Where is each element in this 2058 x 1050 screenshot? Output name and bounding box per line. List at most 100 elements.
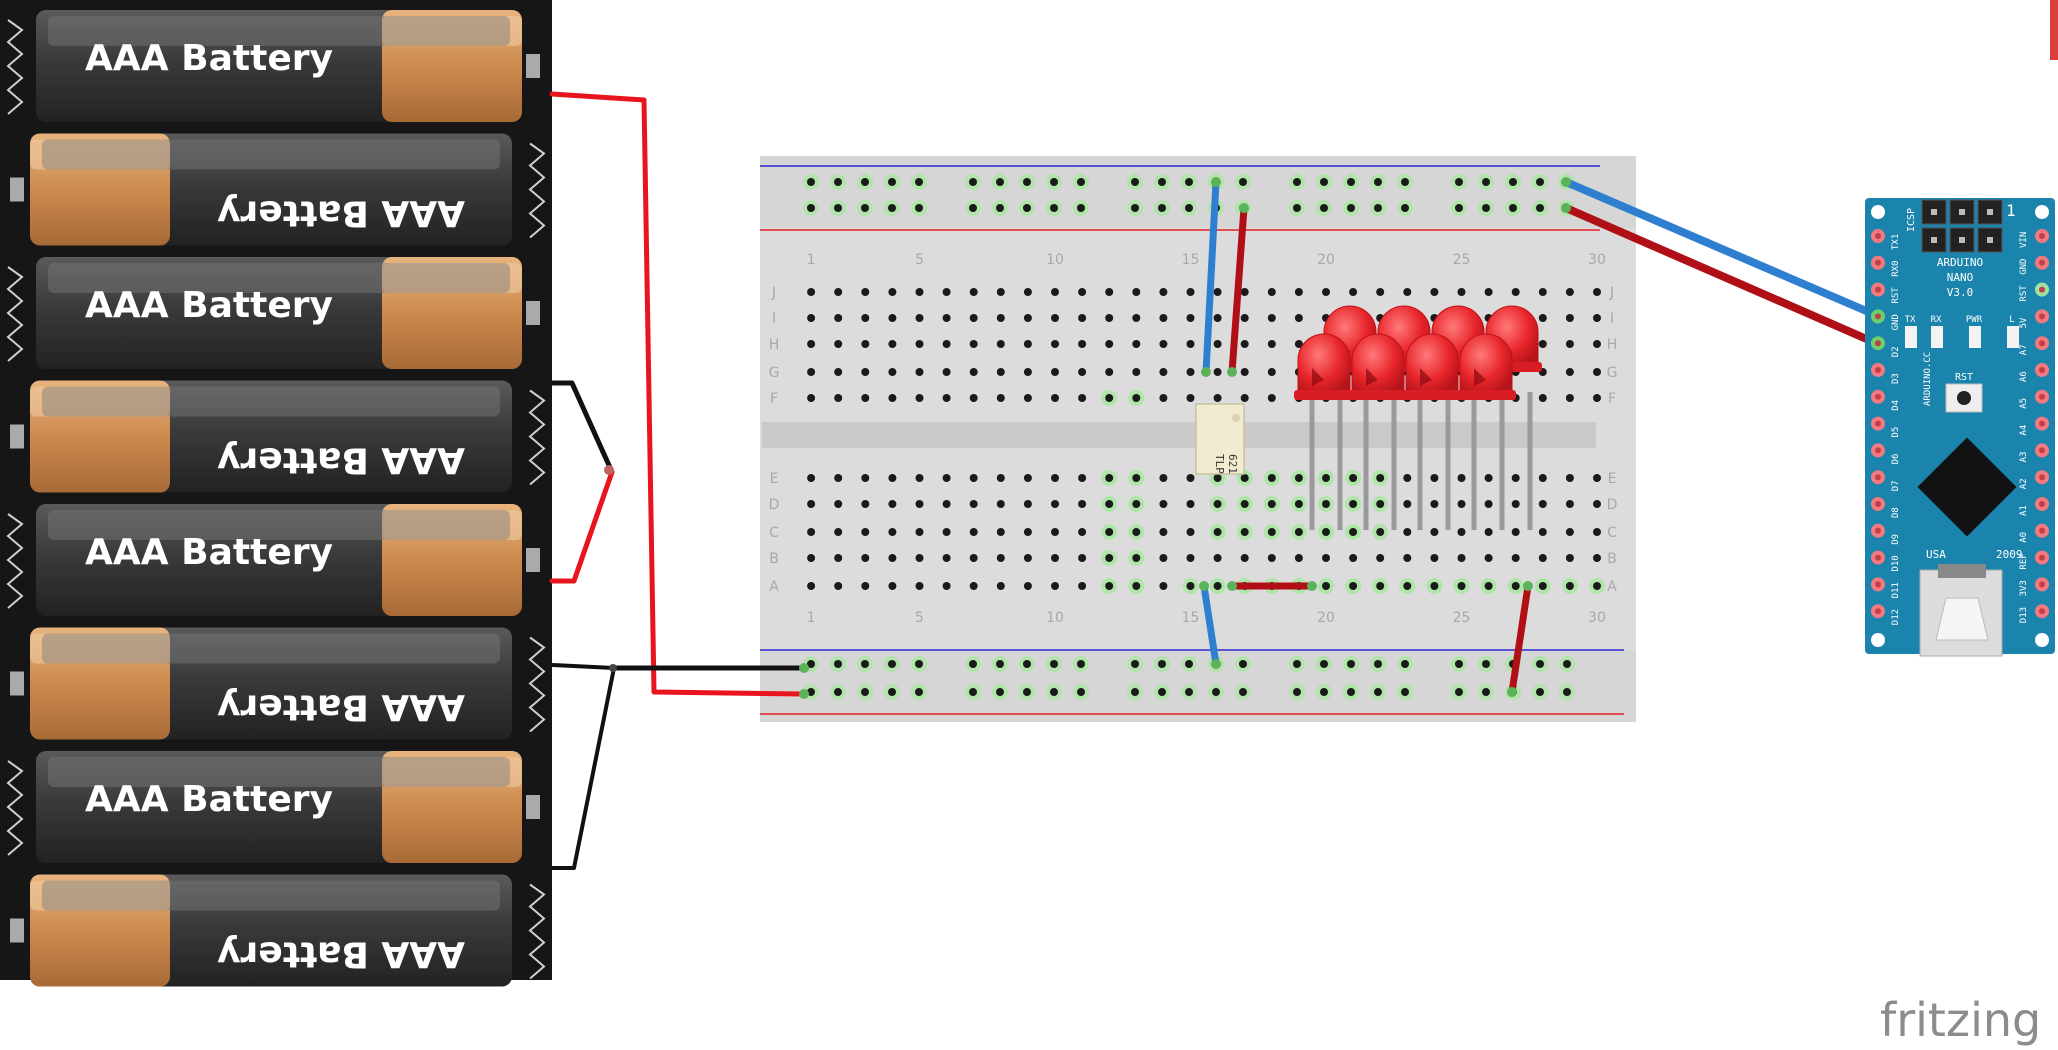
column-number: 1 [807,610,816,626]
wire-arduino-d2[interactable] [1562,204,1882,348]
wire-endpoint [1561,177,1571,187]
battery-cell: AAA Battery [36,10,540,122]
arduino-pin-label: GND [1891,314,1901,330]
arduino-board [1865,198,2055,654]
arduino-pin-label: 5V [2019,317,2029,328]
arduino-pin-label: D8 [1891,507,1901,518]
arduino-rst-label: RST [1955,372,1973,383]
wire-endpoint [799,663,809,673]
wire-jumper-red-top[interactable] [1228,204,1248,376]
battery-label: AAA Battery [85,532,333,573]
row-label: E [1608,471,1617,487]
battery-label: AAA Battery [217,687,465,728]
wire-endpoint [1227,581,1237,591]
column-number: 10 [1046,610,1064,626]
status-led-label: RX [1931,315,1942,325]
arduino-origin-label: USA [1926,548,1946,561]
arduino-pin-label: D5 [1891,427,1901,438]
row-label: C [769,525,779,541]
column-number: 25 [1453,252,1471,268]
red-led[interactable] [1348,333,1408,400]
status-led [1905,326,1917,348]
red-led[interactable] [1456,333,1516,400]
column-number: 1 [807,252,816,268]
arduino-pin-label: RST [1891,287,1901,304]
arduino-name-line3: V3.0 [1947,286,1974,299]
column-number: 20 [1317,610,1335,626]
arduino-pin-label: D4 [1891,400,1901,411]
arduino-icsp-label: ICSP [1906,208,1917,232]
usb-port[interactable] [1919,569,2003,657]
wire-endpoint [1239,203,1249,213]
row-label: H [769,337,780,353]
row-label: B [769,551,779,567]
red-led[interactable] [1402,333,1462,400]
row-label: G [769,365,780,381]
arduino-pin-label: D7 [1891,480,1901,491]
arduino-pin-label: A1 [2019,505,2029,516]
arduino-pin-label: VIN [2019,232,2029,248]
arduino-pin-label: A0 [2019,532,2029,543]
battery-cell: AAA Battery [10,133,512,246]
arduino-year-label: 2009 [1996,548,2023,561]
wire-battery-negative[interactable] [550,663,616,870]
status-led [2007,326,2019,348]
arduino-pin-label: A3 [2019,452,2029,463]
arduino-pin-label: D13 [2019,607,2029,623]
optocoupler-label-line2: 621 [1226,454,1239,474]
arduino-pin-label: D3 [1891,373,1901,384]
battery-label: AAA Battery [85,38,333,79]
row-label: D [769,497,780,513]
optocoupler-tlp621[interactable]: TLP 621 [1195,403,1245,475]
wire-jumper-red-rail[interactable] [1508,582,1532,696]
wire-battery-positive[interactable] [549,91,807,697]
row-label: F [770,391,778,407]
row-label: I [772,311,776,327]
wire-jumper-blue-top[interactable] [1202,178,1220,376]
led-array [1294,305,1542,530]
fritzing-logo-text: fritzing [1880,993,2041,1047]
wire-endpoint [1211,177,1221,187]
row-label: I [1610,311,1614,327]
arduino-name-line2: NANO [1947,271,1974,284]
arduino-pin-label: A6 [2019,371,2029,382]
battery-cell: AAA Battery [10,380,512,493]
battery-cell: AAA Battery [36,751,540,863]
row-label: D [1607,497,1618,513]
status-led [1969,326,1981,348]
row-label: F [1608,391,1616,407]
column-number: 15 [1182,252,1200,268]
row-label: E [770,471,779,487]
column-number: 10 [1046,252,1064,268]
wire-endpoint [1523,581,1533,591]
column-number: 15 [1182,610,1200,626]
arduino-pin-label: A5 [2019,398,2029,409]
arduino-pin-label: D11 [1891,582,1901,598]
arduino-pin-label: A2 [2019,478,2029,489]
optocoupler-label-line1: TLP [1213,454,1226,474]
wire-endpoint [1201,367,1211,377]
wire-jumper-blue-bottom[interactable] [1200,582,1220,668]
arduino-pin-label: D6 [1891,454,1901,465]
arduino-pin-label: 3V3 [2019,580,2029,596]
row-label: A [769,579,779,595]
battery-label: AAA Battery [217,193,465,234]
column-number: 20 [1317,252,1335,268]
breadboard-jumpers [1200,178,1882,696]
red-led[interactable] [1294,333,1354,400]
wire-endpoint [1561,203,1571,213]
arduino-pin-label: D12 [1891,609,1901,625]
arduino-pin-one-label: 1 [2006,201,2016,220]
arduino-pin-label: RX0 [1891,261,1901,277]
wire-arduino-gnd[interactable] [1562,178,1882,320]
arduino-pin-label: REF [2019,553,2029,569]
wires [549,91,807,870]
wire-endpoint [1199,581,1209,591]
status-led-label: L [2009,315,2014,325]
arduino-pin-label: D10 [1891,555,1901,571]
row-label: H [1607,337,1618,353]
row-label: C [1607,525,1617,541]
